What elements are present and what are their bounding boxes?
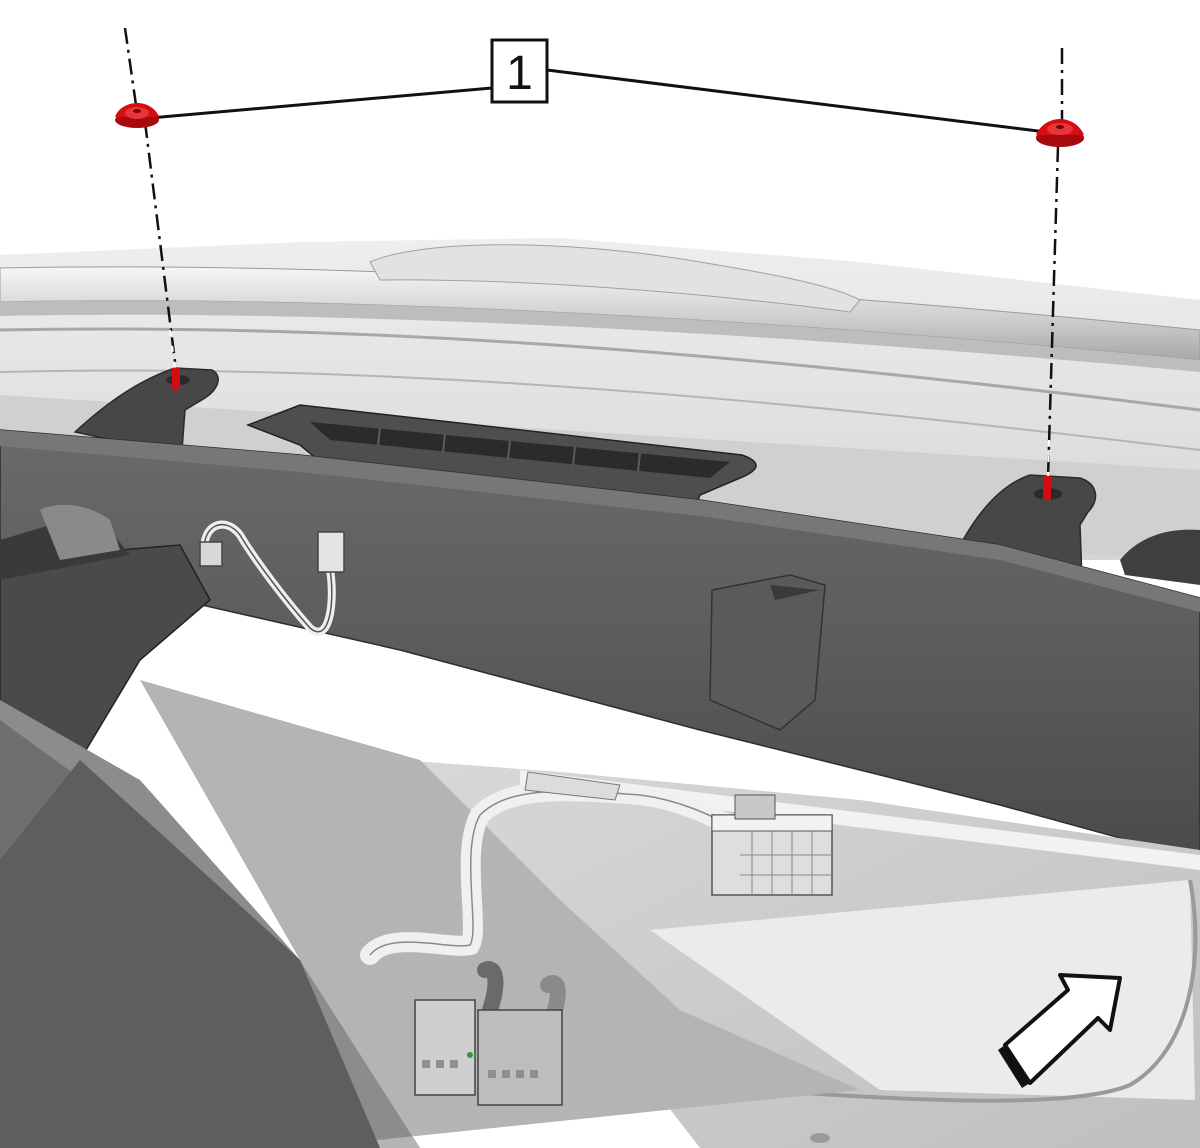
left-trim-panel [0, 504, 860, 1148]
wiring-harness-lower [360, 771, 833, 1106]
cross-rail [0, 429, 1200, 861]
left-fastener-stud [172, 368, 180, 390]
callout-1: 1 [490, 38, 549, 104]
left-push-nut [115, 103, 159, 128]
callout-leaders [149, 68, 1047, 134]
wiring-harness-upper [199, 520, 345, 636]
fastener-axis-ends [169, 329, 1050, 477]
arrow-up-right-icon [998, 973, 1122, 1088]
vent-housing [245, 404, 757, 521]
callout-label: 1 [506, 47, 533, 100]
right-push-nut [1036, 119, 1084, 147]
fastener-axes [123, 27, 1064, 479]
right-fastener-stud [1043, 476, 1051, 500]
